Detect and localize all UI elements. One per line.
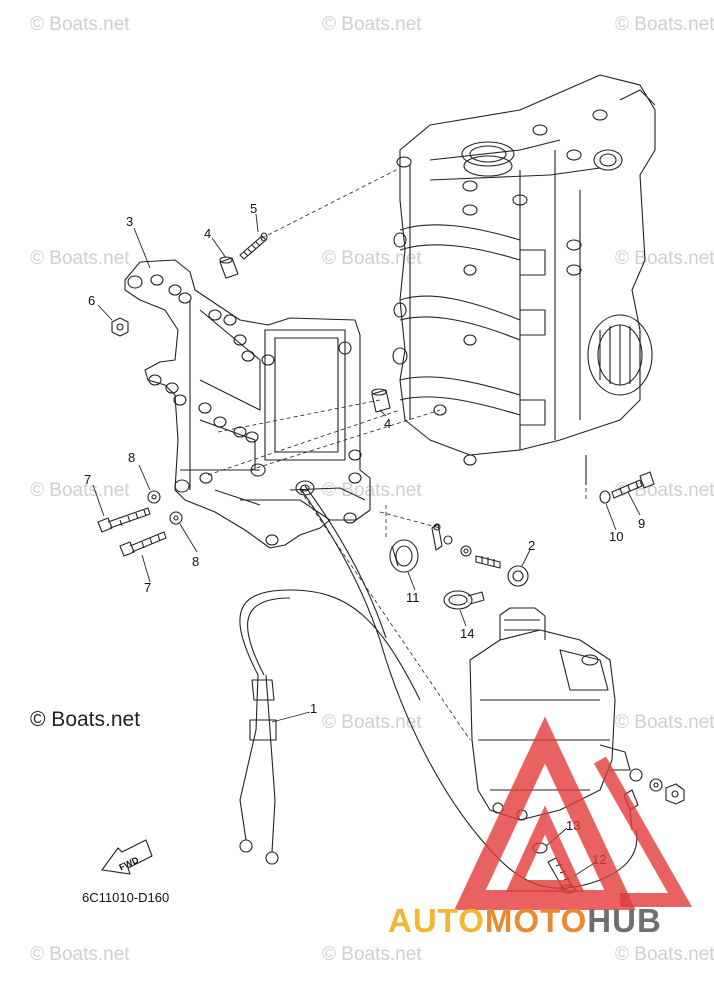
automotohub-logo: AUTOMOTOHUB: [388, 902, 662, 939]
callout-11: 11: [406, 590, 420, 605]
callout-5: 5: [250, 201, 257, 216]
grommet-11: [389, 539, 419, 573]
starter-motor: [469, 607, 631, 821]
bolt-5: [239, 232, 268, 260]
callout-8: 8: [128, 450, 135, 465]
watermark: © Boats.net: [615, 944, 714, 965]
alignment-lines: [207, 167, 587, 741]
callout-numbers: 3 4 5 6 8 7 7 8 4 2 11 14 1 10 9 13 12: [84, 201, 645, 867]
callout-8: 8: [192, 554, 199, 569]
watermark: © Boats.net: [615, 712, 714, 733]
copyright-mark: © Boats.net: [30, 708, 141, 731]
logo-triangle: [454, 716, 693, 910]
washer-8-upper: [147, 490, 161, 504]
fwd-arrow: [101, 839, 153, 875]
watermark: © Boats.net: [30, 480, 130, 501]
callout-9: 9: [638, 516, 645, 531]
watermark: © Boats.net: [322, 480, 422, 501]
watermark: © Boats.net: [615, 480, 714, 501]
callout-6: 6: [88, 293, 95, 308]
clamp-14: [443, 590, 485, 610]
callout-1: 1: [310, 701, 317, 716]
watermark: © Boats.net: [322, 14, 422, 35]
watermark: © Boats.net: [322, 944, 422, 965]
bracket-assembly: [124, 259, 371, 549]
watermark: © Boats.net: [322, 248, 422, 269]
watermark: © Boats.net: [30, 14, 130, 35]
nut-6: [111, 317, 129, 337]
watermark: © Boats.net: [615, 248, 714, 269]
diagram-code: 6C11010-D160: [82, 890, 170, 905]
callout-10: 10: [609, 529, 623, 544]
washer-10: [599, 490, 611, 504]
watermark: © Boats.net: [322, 712, 422, 733]
callout-4: 4: [204, 226, 211, 241]
washer-8-lower: [169, 511, 183, 525]
bolt-7-lower: [119, 531, 167, 557]
bolt-7-upper: [97, 507, 151, 533]
watermark: © Boats.net: [30, 944, 130, 965]
callout-14: 14: [460, 626, 474, 641]
callout-7: 7: [84, 472, 91, 487]
collar-4-lower: [371, 388, 391, 413]
callout-2: 2: [528, 538, 535, 553]
callout-4: 4: [384, 416, 391, 431]
leader-lines: [92, 213, 641, 877]
terminal-hardware: [431, 523, 529, 587]
engine-block: [392, 74, 656, 485]
callout-7: 7: [144, 580, 151, 595]
bolt-9: [611, 471, 655, 499]
collar-4-top: [219, 256, 239, 279]
watermark: © Boats.net: [30, 248, 130, 269]
callout-3: 3: [126, 214, 133, 229]
watermark: © Boats.net: [615, 14, 714, 35]
